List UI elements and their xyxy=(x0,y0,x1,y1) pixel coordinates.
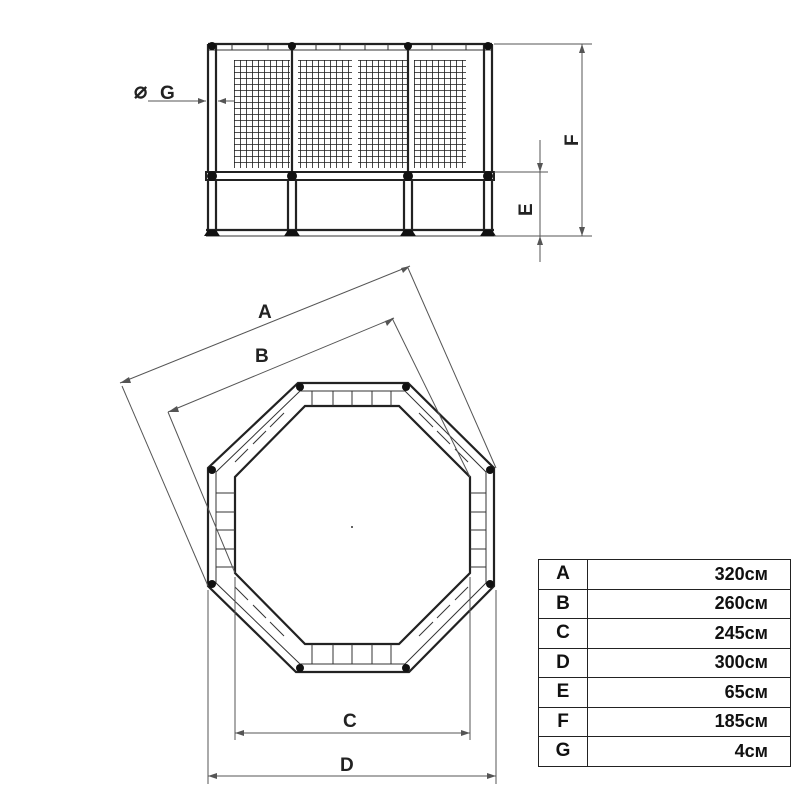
spec-key: A xyxy=(538,559,588,590)
label-c: C xyxy=(343,711,357,732)
spec-key: D xyxy=(538,647,588,678)
spec-value: 300см xyxy=(587,647,791,678)
inner-frame xyxy=(233,404,472,646)
outer-frame xyxy=(206,381,496,674)
top-view: A B C D xyxy=(119,265,497,784)
label-d: D xyxy=(340,755,354,776)
spec-value: 65см xyxy=(587,677,791,708)
spec-value: 245см xyxy=(587,618,791,649)
spec-value: 185см xyxy=(587,706,791,737)
spec-value: 320см xyxy=(587,559,791,590)
net-panel xyxy=(414,60,466,168)
diameter-symbol: ⌀ xyxy=(134,78,148,103)
spec-key: E xyxy=(538,677,588,708)
label-f: F xyxy=(562,134,583,146)
spec-key: G xyxy=(538,736,588,767)
spec-value: 260см xyxy=(587,588,791,619)
label-a: A xyxy=(258,302,272,323)
spec-key: B xyxy=(538,588,588,619)
label-g: G xyxy=(160,83,175,104)
side-view: ⌀ G F E xyxy=(134,42,592,262)
spec-key: F xyxy=(538,706,588,737)
label-e: E xyxy=(516,203,537,216)
spec-key: C xyxy=(538,618,588,649)
net-panel xyxy=(358,60,408,168)
label-b: B xyxy=(255,346,269,367)
net-panel xyxy=(298,60,352,168)
spec-value: 4см xyxy=(587,736,791,767)
net-panel xyxy=(234,60,290,168)
